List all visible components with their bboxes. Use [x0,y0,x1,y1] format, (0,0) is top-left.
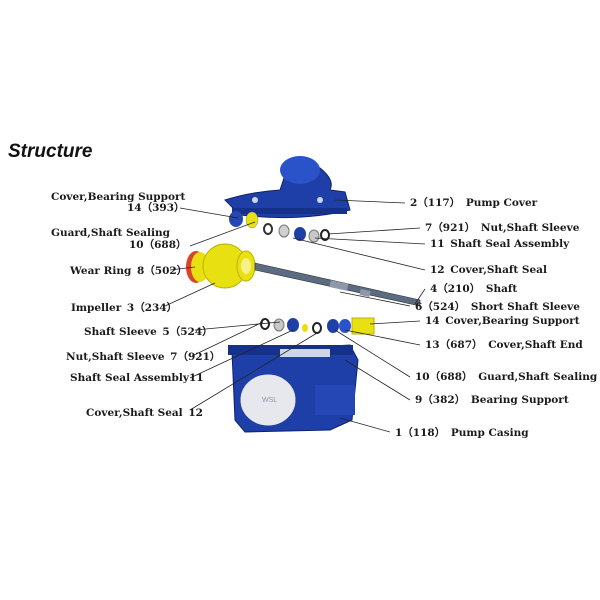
label-text: Bearing Support [470,394,569,406]
label-num: 3（234） [126,302,178,314]
label-num: 2（117） [410,197,461,209]
label-guard-shaft-sealing-left: Guard,Shaft Sealing [51,227,170,239]
label-guard-shaft-sealing-left-num: 10（688） [129,239,187,251]
shaft-part [254,262,421,307]
label-text: Shaft [485,283,518,295]
label-impeller: Impeller 3（234） [71,302,179,314]
label-nut-shaft-sleeve-right: 7（921） Nut,Shaft Sleeve [423,222,579,234]
label-text: Cover,Shaft End [488,339,583,351]
label-cover-shaft-end: 13（687） Cover,Shaft End [423,339,583,351]
label-pump-casing: 1（118） Pump Casing [393,427,529,439]
label-num: 14 [425,315,440,327]
label-text: Pump Cover [465,197,538,209]
leader-lines [164,199,426,433]
label-cover-shaft-seal-left: Cover,Shaft Seal 12 [86,407,205,419]
label-num: 11 [430,238,445,250]
label-num: 1（118） [395,427,446,439]
label-nut-shaft-sleeve-left: Nut,Shaft Sleeve 7（921） [66,351,222,363]
label-text: Impeller [71,302,122,314]
pump-cover-part [224,156,351,219]
page-title: Structure [8,141,93,162]
label-cover-shaft-seal-right: 12 Cover,Shaft Seal [428,264,547,276]
label-text: Guard,Shaft Sealing [51,227,170,239]
label-num: 11 [188,372,204,384]
label-num: 5（524） [162,326,213,338]
label-pump-cover: 2（117） Pump Cover [408,197,537,209]
label-cover-bearing-support-left: Cover,Bearing Support [51,191,185,203]
label-shaft-seal-assembly-left: Shaft Seal Assembly11 [70,372,204,384]
label-num: 8（502） [136,265,188,277]
label-text: Guard,Shaft Sealing [478,371,598,383]
label-guard-shaft-sealing-right: 10（688） Guard,Shaft Sealing [413,371,597,383]
seal-rings-lower [260,317,375,335]
label-text: Short Shaft Sleeve [470,301,580,313]
label-short-shaft-sleeve: 6（524） Short Shaft Sleeve [413,301,580,313]
label-num: 10（688） [415,371,473,383]
label-cover-bearing-support-left-num: 14（393） [127,202,185,214]
label-num: 6（524） [415,301,466,313]
label-num: 13（687） [425,339,483,351]
label-num: 7（921） [170,351,221,363]
label-num: 7（921） [425,222,476,234]
label-num: 4（210） [430,283,481,295]
impeller-part [186,243,256,289]
pump-casing-part: WSL [228,344,359,433]
label-text: Cover,Shaft Seal [86,407,183,419]
label-text: Nut,Shaft Sleeve [480,222,580,234]
label-wear-ring: Wear Ring 8（502） [70,265,189,277]
label-text: Shaft Seal Assembly [70,372,189,384]
label-num: 14（393） [127,202,185,214]
label-text: Shaft Sleeve [84,326,157,338]
label-text: Cover,Shaft Seal [450,264,547,276]
label-text: Pump Casing [450,427,529,439]
label-shaft: 4（210） Shaft [428,283,517,295]
seal-rings-upper [263,223,330,243]
label-cover-bearing-support-right: 14 Cover,Bearing Support [423,315,580,327]
label-num: 12 [430,264,445,276]
label-text: Cover,Bearing Support [445,315,580,327]
label-text: Wear Ring [70,265,132,277]
label-text: Nut,Shaft Sleeve [66,351,165,363]
label-text: Cover,Bearing Support [51,191,186,203]
casing-mark: WSL [262,397,277,404]
label-shaft-sleeve-left: Shaft Sleeve 5（524） [84,326,215,338]
label-num: 12 [188,407,203,419]
label-text: Shaft Seal Assembly [450,238,570,250]
label-shaft-seal-assembly-right: 11 Shaft Seal Assembly [428,238,569,250]
label-bearing-support: 9（382） Bearing Support [413,394,569,406]
label-num: 9（382） [415,394,466,406]
label-num: 10（688） [129,239,187,251]
